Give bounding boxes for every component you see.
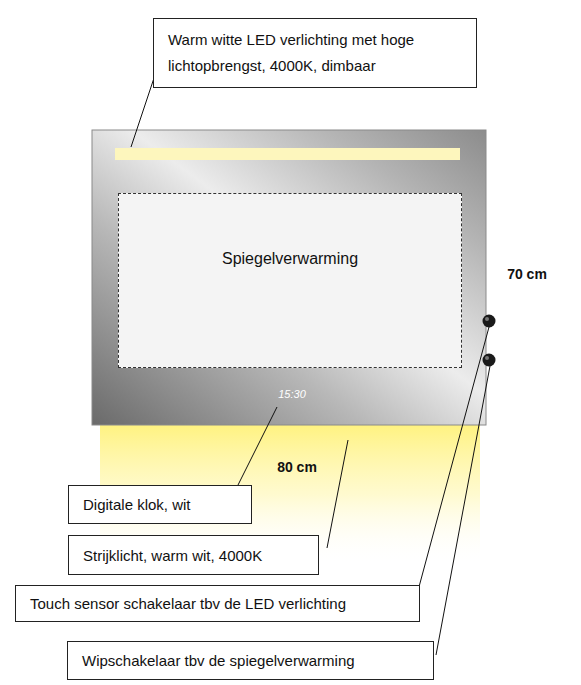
callout-box: Strijklicht, warm wit, 4000K bbox=[68, 535, 319, 575]
rocker-switch bbox=[483, 354, 496, 367]
leader-line bbox=[327, 440, 348, 548]
node-text: Spiegelverwarming bbox=[119, 250, 461, 268]
dimension-label: 80 cm bbox=[277, 459, 317, 475]
node-text: Wipschakelaar tbv de spiegelverwarming bbox=[82, 652, 419, 669]
touch-switch bbox=[483, 315, 496, 328]
callout-box: Touch sensor schakelaar tbv de LED verli… bbox=[15, 585, 420, 622]
callout-box: Wipschakelaar tbv de spiegelverwarming bbox=[67, 641, 434, 680]
switch-highlight bbox=[485, 356, 489, 360]
mirror-panel bbox=[92, 130, 486, 425]
leader-line bbox=[436, 366, 490, 655]
node-text: Digitale klok, wit bbox=[83, 496, 237, 513]
heating-zone: Spiegelverwarming bbox=[118, 193, 462, 368]
led-strip bbox=[115, 148, 460, 160]
node-text: Touch sensor schakelaar tbv de LED verli… bbox=[30, 595, 405, 612]
node-text: Warm witte LED verlichting met hoge lich… bbox=[168, 27, 462, 79]
callout-box: Warm witte LED verlichting met hoge lich… bbox=[153, 18, 477, 88]
node-text: Strijklicht, warm wit, 4000K bbox=[83, 547, 304, 564]
switch-highlight bbox=[485, 317, 489, 321]
mirror-node: 15:30 Spiegelverwarming bbox=[92, 130, 486, 425]
clock-display: 15:30 bbox=[278, 388, 306, 400]
callout-box: Digitale klok, wit bbox=[68, 485, 252, 524]
dimension-label: 70 cm bbox=[507, 266, 547, 282]
leader-line bbox=[232, 407, 277, 497]
